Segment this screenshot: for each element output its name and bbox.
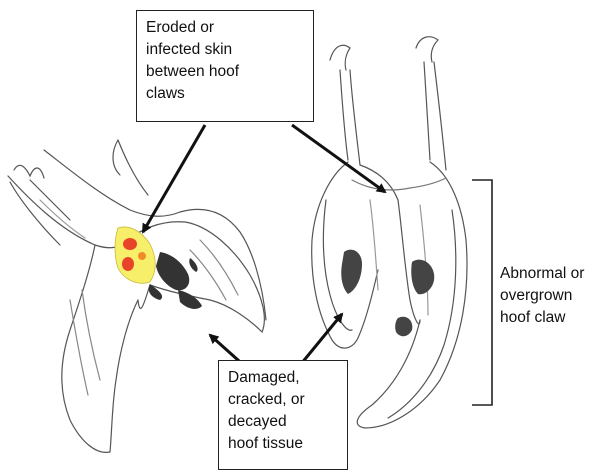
label-line: hoof claw (500, 307, 584, 329)
arrow-skin-left (143, 125, 205, 232)
callout-line: cracked, or (228, 389, 338, 411)
callout-line: claws (146, 83, 304, 105)
label-abnormal-claw: Abnormal or overgrown hoof claw (500, 263, 584, 329)
callout-line: hoof tissue (228, 433, 338, 455)
decayed-tissue (149, 252, 202, 309)
claw-bracket (472, 180, 492, 405)
skin-lesion (115, 227, 155, 283)
callout-line: Eroded or (146, 17, 304, 39)
arrow-skin-right (292, 125, 385, 192)
label-line: overgrown (500, 285, 584, 307)
callout-damaged-tissue: Damaged, cracked, or decayed hoof tissue (218, 360, 348, 470)
label-line: Abnormal or (500, 263, 584, 285)
callout-line: decayed (228, 411, 338, 433)
sole-lesions (341, 250, 434, 337)
callout-line: infected skin (146, 39, 304, 61)
callout-line: between hoof (146, 61, 304, 83)
callout-line: Damaged, (228, 367, 338, 389)
callout-eroded-skin: Eroded or infected skin between hoof cla… (136, 10, 314, 122)
